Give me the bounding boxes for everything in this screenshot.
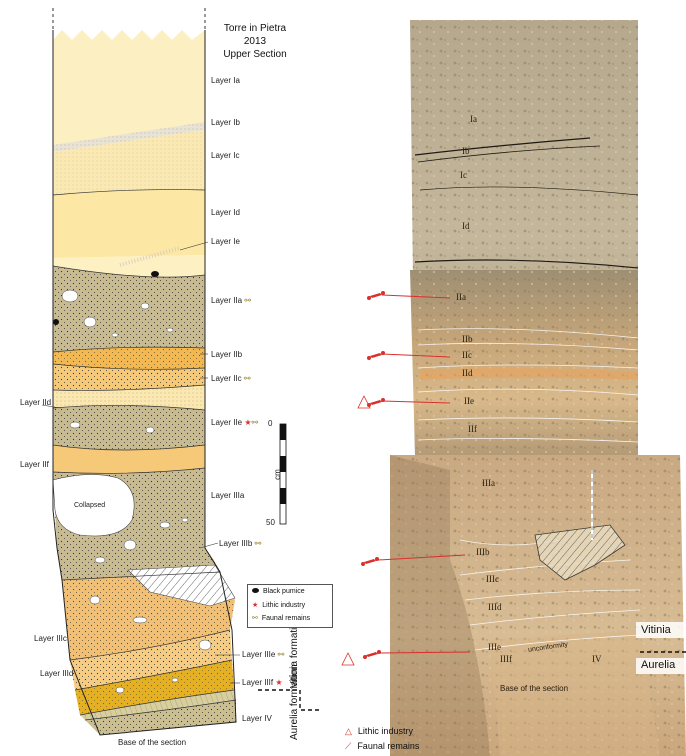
photo-label-ia: Ia <box>470 114 477 124</box>
legend-pumice-label: Black pumice <box>263 588 305 595</box>
photo-label-base: Base of the section <box>500 684 568 693</box>
photo-label-iia: IIa <box>456 292 466 302</box>
photo-label-iiia: IIIa <box>482 478 495 488</box>
label-layer-iif: Layer IIf <box>20 460 49 469</box>
label-base-of-section: Base of the section <box>118 738 186 747</box>
photo-label-iiie: IIIe <box>488 642 501 652</box>
label-layer-iiif: Layer IIIf ★ <box>242 678 283 687</box>
bottom-legend-lithic: △Lithic industry <box>345 726 413 737</box>
photo-label-ic: Ic <box>460 170 467 180</box>
scale-unit: cm <box>273 469 282 480</box>
black-pumice-icon <box>252 588 259 593</box>
title-line-3: Upper Section <box>200 48 310 61</box>
photo-label-iiid: IIId <box>488 602 502 612</box>
label-layer-iv: Layer IV <box>242 714 272 723</box>
title-line-2: 2013 <box>200 35 310 48</box>
label-layer-iia: Layer IIa ⚯ <box>211 296 251 305</box>
label-layer-iiie: Layer IIIe ⚯ <box>242 650 284 659</box>
legend-lithic-label: Lithic industry <box>262 602 305 609</box>
lithic-industry-icon: △ <box>345 726 352 736</box>
lithic-industry-icon: ★ <box>252 602 258 609</box>
label-layer-iiia: Layer IIIa <box>211 491 244 500</box>
label-layer-ic: Layer Ic <box>211 151 239 160</box>
photo-label-iiib: IIIb <box>476 547 490 557</box>
scale-top: 0 <box>268 419 272 428</box>
lithic-industry-icon <box>342 396 370 665</box>
label-layer-ie: Layer Ie <box>211 237 240 246</box>
photo-label-iic: IIc <box>462 350 472 360</box>
faunal-remains-icon: ⚯ <box>278 650 285 659</box>
label-aurelia-formation: Aurelia formation <box>289 664 300 740</box>
photo-label-iif: IIf <box>468 424 477 434</box>
scale-bottom: 50 <box>266 518 275 527</box>
photo-label-vitinia: Vitinia <box>641 624 671 636</box>
faunal-remains-icon: ⚯ <box>252 418 259 427</box>
photo-label-iv: IV <box>592 654 602 664</box>
bottom-legend-fauna: ⟋Faunal remains <box>345 741 419 752</box>
photo-label-iiif: IIIf <box>500 654 512 664</box>
label-layer-iiid: Layer IIId <box>40 669 73 678</box>
label-layer-ib: Layer Ib <box>211 118 240 127</box>
label-layer-iie: Layer IIe ★⚯ <box>211 418 258 427</box>
faunal-remains-icon: ⟋ <box>345 741 351 751</box>
faunal-remains-icon: ⚯ <box>255 539 262 548</box>
lithic-industry-icon: ★ <box>244 418 251 427</box>
title-line-1: Torre in Pietra <box>200 22 310 35</box>
photo-label-iiic: IIIc <box>486 574 499 584</box>
label-layer-iic: Layer IIc ⚯ <box>211 374 251 383</box>
label-layer-ia: Layer Ia <box>211 76 240 85</box>
faunal-remains-icon: ⚯ <box>244 374 251 383</box>
photo-label-iid: IId <box>462 368 473 378</box>
lithic-industry-icon: ★ <box>275 678 282 687</box>
faunal-remains-icon <box>361 291 385 659</box>
label-layer-iiic: Layer IIIc <box>34 634 67 643</box>
layer-id <box>53 190 205 258</box>
photo-label-iib: IIb <box>462 334 473 344</box>
label-layer-iib: Layer IIb <box>211 350 242 359</box>
legend-fauna-label: Faunal remains <box>262 615 310 622</box>
label-layer-iid: Layer IId <box>20 398 51 407</box>
faunal-remains-icon: ⚯ <box>252 615 258 622</box>
photo-label-ib: Ib <box>462 146 470 156</box>
photo-label-id: Id <box>462 221 470 231</box>
label-collapsed: Collapsed <box>74 502 105 509</box>
figure-title: Torre in Pietra 2013 Upper Section <box>200 22 310 61</box>
photo-label-iie: IIe <box>464 396 474 406</box>
label-layer-id: Layer Id <box>211 208 240 217</box>
section-photo <box>340 0 686 756</box>
label-layer-iiib: Layer IIIb ⚯ <box>219 539 261 548</box>
faunal-remains-icon: ⚯ <box>244 296 251 305</box>
photo-label-aurelia: Aurelia <box>641 659 675 671</box>
legend: Black pumice ★ Lithic industry ⚯ Faunal re… <box>247 584 333 628</box>
